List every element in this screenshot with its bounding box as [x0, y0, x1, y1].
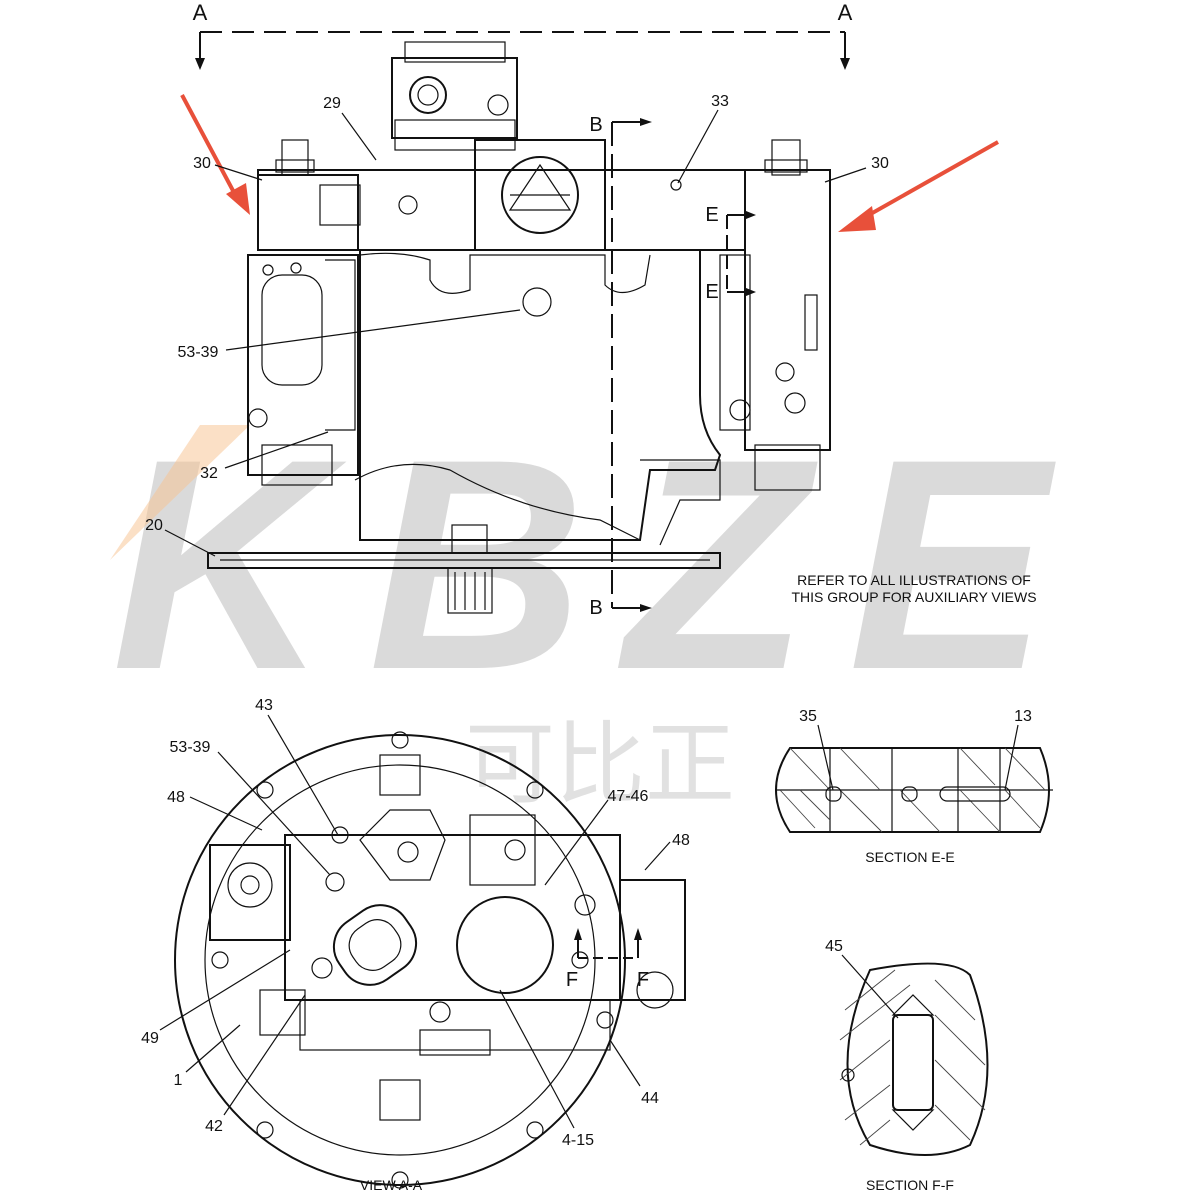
marker-b-bottom: B [589, 597, 602, 619]
callout-30-right: 30 [871, 155, 889, 172]
section-f-f-drawing: 45 SECTION F-F [825, 938, 989, 1193]
watermark: KBZE 可比正 [110, 396, 1089, 815]
view-a-a-title: VIEW A-A [360, 1177, 423, 1193]
view-callouts: 43 53-39 48 47-46 48 49 1 42 4-15 44 [141, 697, 690, 1149]
callout-45: 45 [825, 938, 843, 955]
callout-35: 35 [799, 708, 817, 725]
marker-a-left: A [193, 0, 208, 25]
watermark-accent-shape [110, 425, 250, 560]
top-callouts: 29 33 30 30 53-39 32 20 [145, 93, 889, 557]
marker-e-bottom: E [705, 281, 718, 303]
marker-f-left: F [566, 969, 578, 991]
callout-4-15: 4-15 [562, 1132, 594, 1149]
callout-53-39-top: 53-39 [178, 344, 219, 361]
watermark-latin: KBZE [112, 396, 1089, 732]
arrow-left-head [226, 183, 250, 215]
section-line-b: B B [589, 114, 652, 619]
callout-1: 1 [174, 1072, 183, 1089]
pump-side-view [207, 41, 831, 614]
marker-e-top: E [705, 204, 718, 226]
section-line-f: F F [566, 928, 649, 991]
marker-b-top: B [589, 114, 602, 136]
callout-32: 32 [200, 465, 218, 482]
callout-53-39-view: 53-39 [170, 739, 211, 756]
note-line-2: THIS GROUP FOR AUXILIARY VIEWS [791, 589, 1036, 605]
section-e-e-title: SECTION E-E [865, 849, 954, 865]
callout-47-46: 47-46 [608, 788, 649, 805]
callout-42: 42 [205, 1118, 223, 1135]
callout-43: 43 [255, 697, 273, 714]
callout-29: 29 [323, 95, 341, 112]
arrow-right-head [838, 206, 876, 232]
callout-33: 33 [711, 93, 729, 110]
callout-49: 49 [141, 1030, 159, 1047]
section-f-f-title: SECTION F-F [866, 1177, 954, 1193]
note-line-1: REFER TO ALL ILLUSTRATIONS OF [797, 572, 1031, 588]
section-e-e-drawing: 35 13 SECTION E-E [775, 708, 1053, 865]
callout-48-right: 48 [672, 832, 690, 849]
section-line-a: A A [193, 0, 853, 70]
watermark-cjk: 可比正 [465, 715, 735, 815]
auxiliary-views-note: REFER TO ALL ILLUSTRATIONS OF THIS GROUP… [791, 572, 1036, 605]
callout-13: 13 [1014, 708, 1032, 725]
callout-30-left: 30 [193, 155, 211, 172]
callout-48-left: 48 [167, 789, 185, 806]
callout-20: 20 [145, 517, 163, 534]
callout-44: 44 [641, 1090, 659, 1107]
view-a-a-drawing [174, 731, 686, 1189]
section-line-e: E E [705, 204, 756, 303]
marker-a-right: A [838, 0, 853, 25]
marker-f-right: F [637, 969, 649, 991]
red-indicator-arrows [180, 94, 999, 232]
